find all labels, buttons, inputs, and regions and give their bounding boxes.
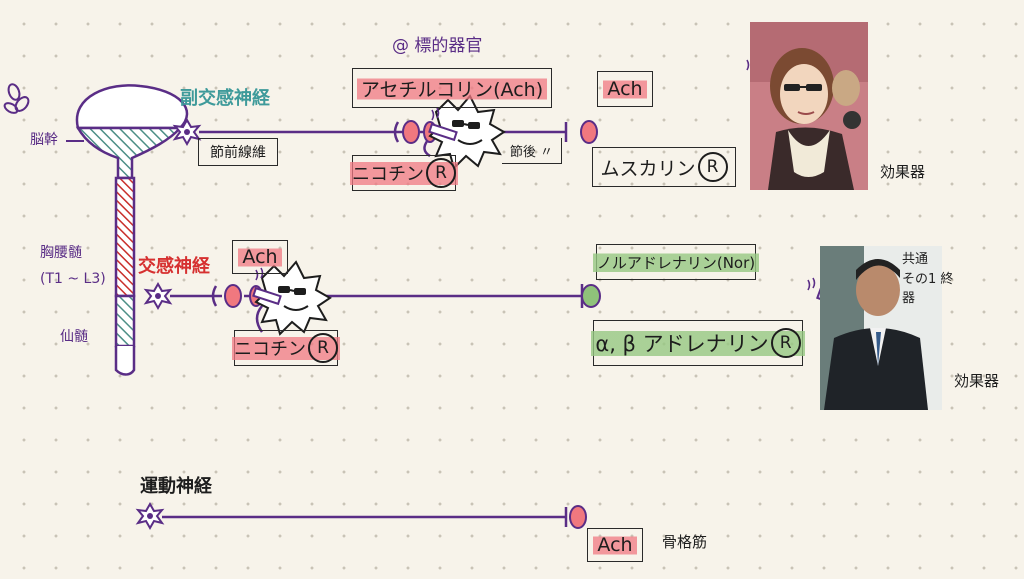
flower-icon [3, 83, 30, 114]
symp-pre-transmitter-text: Ach [238, 244, 282, 270]
synapse-burst-icon [254, 260, 332, 336]
preganglionic-label: 節前線維 [198, 138, 278, 166]
symp-post-receptor-text: α, β アドレナリン [595, 332, 769, 356]
para-pre-transmitter: アセチルコリン(Ach) [352, 68, 552, 108]
receptor-r-mark: R [426, 158, 456, 188]
motor-nerve-label: 運動神経 [140, 476, 212, 497]
whiteboard-caption: 共通 その1 終 器 [902, 252, 954, 306]
symp-post-transmitter-text: ノルアドレナリン(Nor) [592, 249, 760, 275]
receptor-r-mark: R [697, 152, 728, 182]
sympathetic-label: 交感神経 [138, 256, 210, 277]
skeletal-muscle-label: 骨格筋 [662, 533, 708, 551]
postganglionic-label: 節後 〃 [502, 138, 562, 164]
symp-post-receptor: α, β アドレナリン R [591, 320, 805, 366]
para-post-transmitter-text: Ach [603, 76, 647, 102]
motor-transmitter: Ach [587, 528, 643, 562]
pre-terminal-para [402, 120, 420, 144]
target-organ-label: @ 標的器官 [392, 36, 483, 56]
thoracolumbar-range-label: (T1 ~ L3) [40, 271, 106, 287]
parasympathetic-label: 副交感神経 [180, 88, 270, 109]
symp-post-transmitter: ノルアドレナリン(Nor) [592, 244, 760, 280]
symp-pre-receptor-text: ニコチン [234, 339, 306, 360]
sacral-label: 仙髄 [60, 329, 88, 345]
effector-label-1: 効果器 [880, 163, 926, 181]
post-terminal-para [580, 120, 598, 144]
symp-pre-receptor: ニコチン R [232, 330, 340, 366]
para-pre-receptor-text: ニコチン [352, 164, 424, 185]
character-illustration [750, 22, 868, 190]
spinal-cord [75, 84, 189, 376]
synapse-burst-icon [428, 94, 506, 170]
para-post-receptor-text: ムスカリン [600, 157, 696, 180]
symp-pre-transmitter: Ach [232, 240, 288, 274]
motor-terminal [569, 505, 587, 529]
post-terminal-symp [581, 284, 601, 308]
thoracolumbar-label: 胸腰髄 [40, 245, 82, 261]
brainstem-label: 脳幹 [30, 132, 58, 148]
para-pre-receptor: ニコチン R [350, 155, 458, 191]
motor-transmitter-text: Ach [593, 532, 637, 558]
pre-terminal-symp [224, 284, 242, 308]
receptor-r-mark: R [308, 333, 338, 363]
effector-label-2: 効果器 [954, 372, 1000, 390]
para-post-receptor: ムスカリン R [592, 147, 736, 187]
receptor-r-mark: R [770, 328, 801, 358]
lecturer-photo: 共通 その1 終 器 [820, 246, 953, 410]
para-post-transmitter: Ach [597, 71, 653, 107]
para-pre-transmitter-text: アセチルコリン(Ach) [356, 72, 548, 104]
